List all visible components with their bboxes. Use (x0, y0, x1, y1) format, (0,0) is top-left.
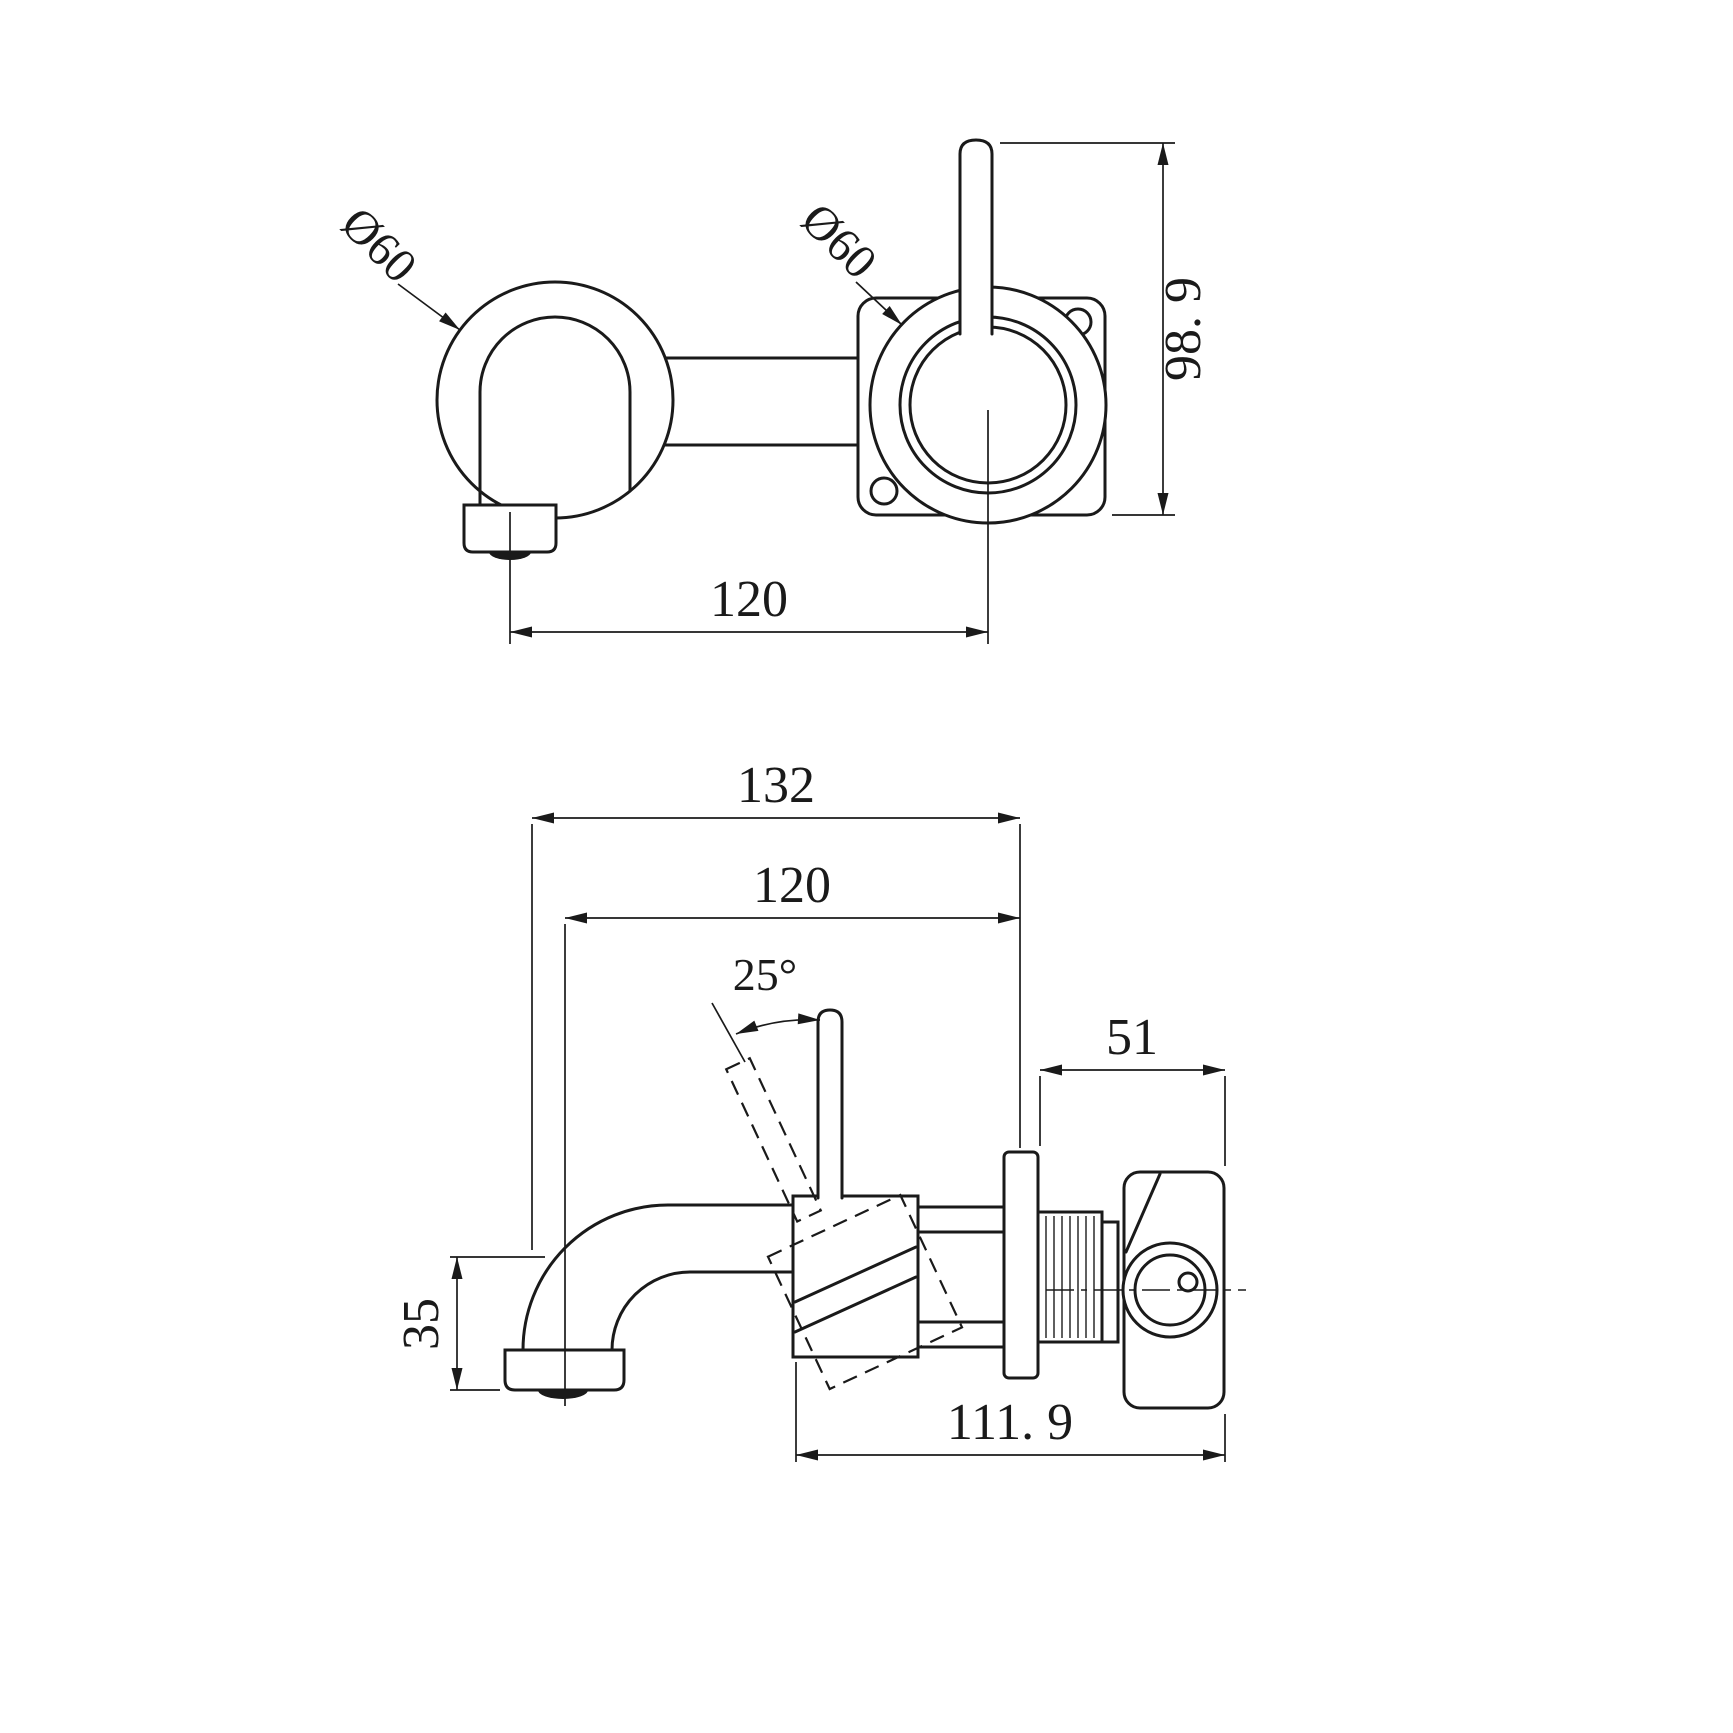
cartridge-seam-line-2 (793, 1275, 918, 1334)
dim-spout-reach: 120 (564, 857, 1020, 1406)
inlet-screw-circle (1177, 1271, 1199, 1293)
mixer-body-side (791, 1194, 920, 1359)
thread-lines (1045, 1216, 1095, 1338)
dim-handle-angle: 25° (711, 949, 821, 1063)
spout-reach-label: 120 (753, 857, 831, 914)
spout-diameter-leader (397, 283, 461, 331)
dim-spout-diameter: Ø60 (331, 197, 461, 331)
dim-overall-height: 98. 9 (1000, 142, 1212, 516)
dim-overall-reach: 132 (531, 757, 1021, 1250)
handle-angle-label: 25° (733, 949, 797, 1000)
wall-depth-label: 51 (1106, 1009, 1158, 1066)
bracket-chamfer-line (1124, 1172, 1162, 1254)
mixer-diameter-leader (855, 281, 903, 326)
angle-arc (735, 1013, 821, 1035)
front-view: Ø60 Ø60 98. 9 120 (331, 138, 1212, 644)
handle-phantom-outline (724, 1056, 823, 1223)
cartridge-seam-line-1 (793, 1245, 918, 1304)
spout-elbow-outer-arc (521, 1203, 670, 1352)
body-phantom-outline (766, 1193, 964, 1391)
angle-reference-line (711, 1002, 746, 1063)
height-label: 98. 9 (1155, 277, 1212, 381)
overall-reach-label: 132 (737, 757, 815, 814)
spout-arch (478, 315, 632, 507)
body-length-label: 111. 9 (947, 1394, 1073, 1451)
dim-center-distance: 120 (509, 410, 989, 644)
spout-elbow-inner-arc (610, 1270, 692, 1352)
spout-aerator-side (538, 1390, 588, 1399)
dim-spout-height: 35 (393, 1256, 545, 1391)
screw-hole-bottom (869, 476, 899, 506)
lock-nut (1100, 1220, 1120, 1344)
handle-front-fill (960, 140, 992, 334)
dim-wall-depth: 51 (1039, 1009, 1226, 1166)
spout-height-label: 35 (393, 1298, 450, 1350)
handle-front (958, 138, 994, 336)
center-distance-label: 120 (710, 571, 788, 628)
wall-flange-side (1002, 1150, 1040, 1380)
spout-diameter-label: Ø60 (331, 197, 427, 293)
dim-body-length: 111. 9 (795, 1362, 1226, 1462)
side-view: 25° 132 120 51 35 (393, 757, 1246, 1462)
mixer-diameter-label: Ø60 (791, 193, 887, 289)
handle-side-fill (818, 1010, 842, 1198)
